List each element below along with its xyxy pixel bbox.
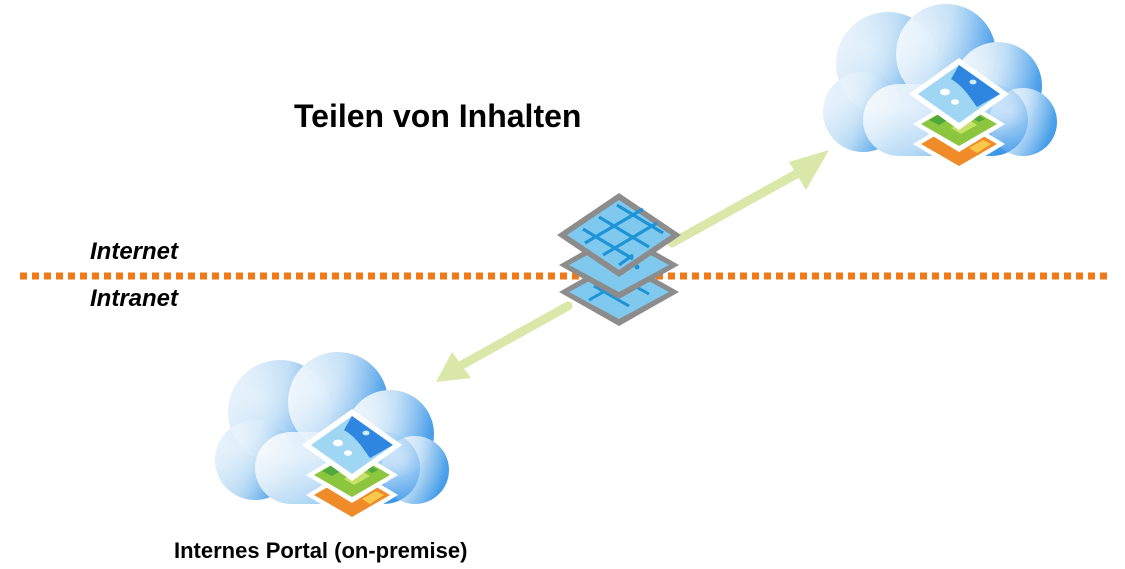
internal-portal-caption: Internes Portal (on-premise) <box>174 538 468 563</box>
share-arrow-upper <box>667 150 829 248</box>
share-arrow-lower <box>436 301 573 382</box>
intranet-zone-label: Intranet <box>90 285 179 312</box>
internet-zone-label: Internet <box>90 238 179 265</box>
layer-stack-icon <box>557 193 681 326</box>
diagram-title: Teilen von Inhalten <box>294 98 582 134</box>
